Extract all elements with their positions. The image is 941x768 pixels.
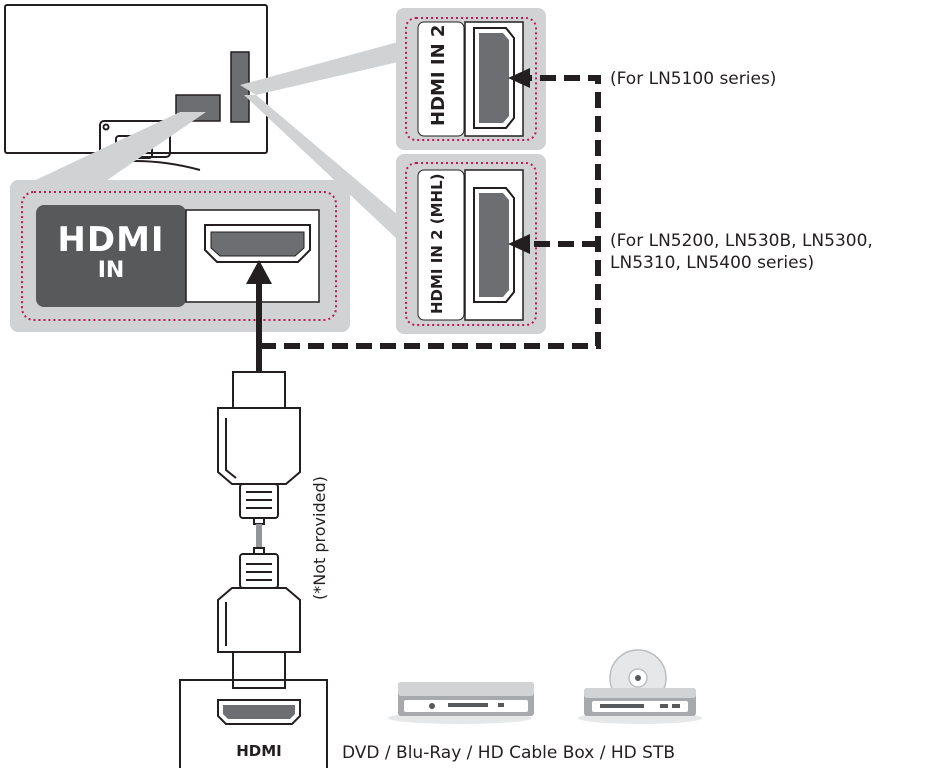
device-caption: DVD / Blu-Ray / HD Cable Box / HD STB [342,743,675,763]
zoom-beams [25,42,398,240]
label-lnother-line1: (For LN5200, LN530B, LN5300, [610,231,873,251]
dashed-route [260,75,601,349]
side-panel-hdmi-in2-mhl [396,154,546,334]
arrow-to-hdmi-in [246,260,272,284]
arrow-to-hdmi-in2 [508,68,530,88]
device-port-label: HDMI [236,742,282,760]
hdmi-in-sub-label: IN [97,258,125,283]
hdmi-in-port [204,224,311,263]
label-ln5100: (For LN5100 series) [610,69,777,89]
hdmi-in2-label: HDMI IN 2 [428,24,449,126]
arrow-to-hdmi-in2-mhl [508,234,530,254]
hdmi-in2-mhl-label: HDMI IN 2 (MHL) [428,173,446,314]
arrowheads [246,68,530,284]
label-lnother-line2: LN5310, LN5400 series) [610,253,815,273]
label-not-provided: (*Not provided) [310,476,329,600]
bluray-player-icon [578,649,702,724]
dvd-player-icon [388,682,534,724]
hdmi-in-logo: HDMI [57,220,165,260]
main-hdmi-panel [10,180,350,332]
hdmi-cable [217,371,301,689]
source-device-box [179,679,328,768]
side-panel-hdmi-in2 [396,8,546,150]
